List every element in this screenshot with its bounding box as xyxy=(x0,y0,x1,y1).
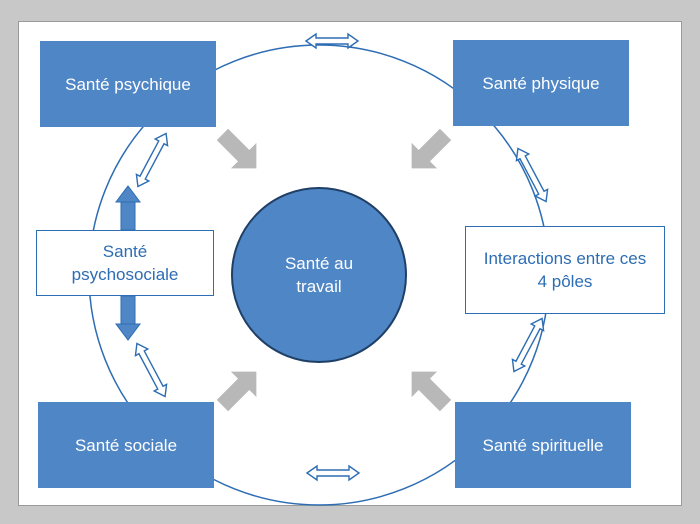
node-interactions-label: Interactions entre ces 4 pôles xyxy=(483,249,647,291)
gray-arrow-top-left xyxy=(216,128,257,169)
node-sante-spirituelle-label: Santé spirituelle xyxy=(482,435,604,455)
node-sante-spirituelle: Santé spirituelle xyxy=(455,402,631,488)
ring-double-arrow-lower-left xyxy=(134,342,168,398)
ring-double-arrow-top xyxy=(304,32,360,50)
node-sante-sociale: Santé sociale xyxy=(38,402,214,488)
center-node-label: Santé au travail xyxy=(284,254,354,296)
node-sante-sociale-label: Santé sociale xyxy=(74,435,178,455)
node-sante-psychique-label: Santé psychique xyxy=(65,74,191,94)
gray-arrow-top-right xyxy=(411,128,452,169)
ring-double-arrow-lower-right xyxy=(511,317,545,373)
node-sante-physique-label: Santé physique xyxy=(482,73,600,93)
ring-double-arrow-upper-right xyxy=(515,147,549,203)
ring-double-arrow-bottom xyxy=(305,464,361,482)
solid-arrow-up xyxy=(115,185,141,231)
solid-arrow-down xyxy=(115,295,141,341)
node-sante-psychosociale-label: Santé psychosociale xyxy=(71,242,179,284)
gray-arrow-bottom-right xyxy=(411,371,452,412)
node-sante-physique: Santé physique xyxy=(453,40,629,126)
node-interactions: Interactions entre ces 4 pôles xyxy=(465,226,665,314)
node-sante-psychique: Santé psychique xyxy=(40,41,216,127)
node-sante-psychosociale: Santé psychosociale xyxy=(36,230,214,296)
center-node: Santé au travail xyxy=(232,188,406,362)
ring-double-arrow-upper-left xyxy=(135,132,169,188)
center-circle xyxy=(231,187,407,363)
gray-arrow-bottom-left xyxy=(216,371,257,412)
